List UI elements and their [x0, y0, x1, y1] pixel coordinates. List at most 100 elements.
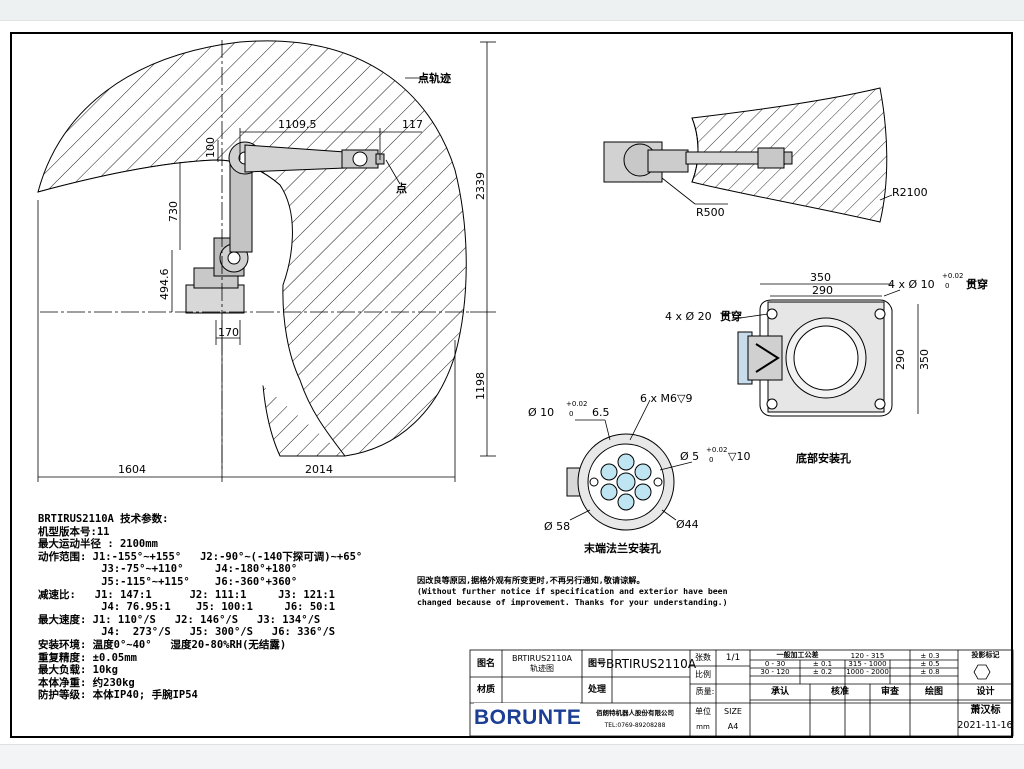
dim-730: 730: [167, 201, 180, 222]
tol-plus-002-b: +0.02: [566, 400, 587, 408]
point-trajectory-label: 点轨迹: [418, 71, 451, 85]
draw-label: 绘图: [924, 687, 943, 697]
date: 2021-11-16: [957, 720, 1013, 731]
unit-label: 单位: [695, 707, 711, 716]
viewer-bottom-bar: [0, 744, 1024, 769]
dim-290-v: 290: [894, 349, 907, 370]
param-line: 本体净重: 约230kg: [38, 676, 135, 689]
name-value: BRTIRUS2110A 轨迹图: [502, 650, 582, 677]
dim-1109-5: 1109.5: [278, 118, 317, 131]
param-line: 安装环境: 温度0°~40° 湿度20-80%RH(无结露): [38, 638, 287, 651]
dim-290-h: 290: [812, 284, 833, 297]
company-name: 佰朗特机器人股份有限公司: [596, 709, 674, 717]
param-line: 重复精度: ±0.05mm: [38, 651, 137, 664]
param-line: 机型版本号:11: [38, 525, 110, 538]
tol-range-2: 30 - 120: [760, 668, 790, 676]
tol-range-1: 0 - 30: [764, 660, 786, 668]
flange-labels: Ø 10 +0.02 0 6.5 6 x M6▽9 Ø 5 +0.02 0 ▽1…: [528, 392, 750, 555]
tol-0-a: 0: [945, 282, 949, 290]
d44-label: Ø44: [676, 518, 699, 531]
param-line: 最大速度: J1: 110°/S J2: 146°/S J3: 134°/S: [38, 613, 321, 626]
dim-100: 100: [204, 137, 217, 158]
param-line: 动作范围: J1:-155°~+155° J2:-90°~(-140下探可调)~…: [38, 550, 363, 563]
robot-side-view: [185, 141, 385, 314]
tol-0-b: 0: [569, 410, 573, 418]
approve-label: 承认: [770, 687, 789, 697]
designer-name: 萧汉标: [970, 705, 1001, 716]
tol-plus-002-a: +0.02: [942, 272, 963, 280]
unit-value: mm: [696, 723, 710, 731]
tol-range-4: 315 - 1000: [848, 660, 887, 668]
notice-en-2: changed because of improvement. Thanks f…: [417, 597, 728, 607]
dim-2014: 2014: [305, 463, 333, 476]
param-line: BRTIRUS2110A 技术参数:: [38, 513, 169, 525]
holes-4x10: 4 x Ø 10: [888, 278, 935, 291]
drawing-no-value: BRTIRUS2110A: [605, 656, 697, 671]
r2100-label: R2100: [892, 186, 928, 199]
quality-label: 质量:: [695, 687, 715, 696]
top-view-leaders: [661, 177, 893, 205]
top-view-labels: R500 R2100: [696, 186, 928, 219]
dim-494-6: 494.6: [158, 269, 171, 301]
notice-cn: 因改良等原因,据格外观有所变更时,不再另行通知,敬请谅解。: [417, 575, 645, 585]
viewer-top-bar: [0, 0, 1024, 21]
tol-value-3: ± 0.3: [920, 652, 940, 660]
param-line: J4: 273°/S J5: 300°/S J6: 336°/S: [38, 626, 336, 639]
tol-0-c: 0: [709, 456, 713, 464]
tol-range-3: 120 - 315: [850, 652, 885, 660]
count-label: 张数: [695, 653, 711, 662]
through-label-1: 贯穿: [966, 277, 988, 291]
param-line: 最大运动半径 : 2100mm: [38, 538, 158, 551]
design-label: 设计: [976, 687, 995, 697]
flange-leaders: [569, 399, 693, 521]
base-plate: [737, 299, 893, 417]
change-notice: 因改良等原因,据格外观有所变更时,不再另行通知,敬请谅解。 (Without f…: [417, 575, 837, 608]
company-tel: TEL:0769-89208288: [604, 722, 666, 729]
title-block: 图名 BRTIRUS2110A 轨迹图 图号 BRTIRUS2110A 张数 1…: [470, 650, 1013, 736]
borunte-logo: BORUNTE: [474, 703, 581, 733]
name-label: 图名: [476, 658, 495, 669]
technical-parameters: BRTIRUS2110A 技术参数: 机型版本号:11 最大运动半径 : 210…: [38, 513, 408, 702]
r500-label: R500: [696, 206, 725, 219]
tol-value-4: ± 0.5: [920, 660, 940, 668]
check-label: 核准: [830, 687, 849, 697]
base-labels: 350 290 290 350 4 x Ø 10 +0.02 0 贯穿 4 x …: [665, 271, 988, 465]
dim-170: 170: [218, 326, 239, 339]
name-value-model: BRTIRUS2110A: [511, 653, 573, 663]
param-line: 最大负载: 10kg: [38, 664, 118, 677]
param-line: 减速比: J1: 147:1 J2: 111:1 J3: 121:1: [38, 588, 336, 601]
scale-label: 比例: [695, 670, 711, 679]
dim-350-v: 350: [918, 349, 931, 370]
dim-117: 117: [402, 118, 423, 131]
size-label: SIZE: [724, 707, 742, 716]
count-value: 1/1: [725, 653, 741, 663]
tol-value-5: ± 0.8: [920, 668, 940, 676]
tol-value-1: ± 0.1: [812, 660, 833, 668]
point-label: 点: [396, 181, 407, 195]
tol-value-2: ± 0.2: [812, 668, 833, 676]
tol-range-5: 1000 - 2000: [846, 668, 889, 676]
depth-10: ▽10: [728, 450, 750, 463]
treatment-label: 处理: [587, 685, 606, 695]
material-label: 材质: [476, 685, 495, 695]
param-line: J3:-75°~+110° J4:-180°+180°: [38, 563, 298, 576]
param-line: J5:-115°~+115° J6:-360°+360°: [38, 575, 298, 588]
flange-holes-title: 末端法兰安装孔: [583, 541, 661, 555]
d10-label: Ø 10: [528, 406, 554, 419]
through-label-2: 贯穿: [720, 309, 742, 323]
d5-label: Ø 5: [680, 450, 699, 463]
tolerance-header: 一般加工公差: [776, 651, 819, 659]
param-line: J4: 76.95:1 J5: 100:1 J6: 50:1: [38, 601, 336, 614]
base-holes-title: 底部安装孔: [796, 451, 851, 465]
dim-1198: 1198: [474, 372, 487, 400]
notice-en-1: (Without further notice if specification…: [417, 586, 728, 596]
size-value: A4: [727, 722, 739, 731]
d58-label: Ø 58: [544, 520, 570, 533]
tol-plus-002-c: +0.02: [706, 446, 727, 454]
param-line: 防护等级: 本体IP40; 手腕IP54: [38, 689, 198, 702]
side-dimension-lines: [37, 40, 496, 482]
depth-6-5: 6.5: [592, 406, 610, 419]
robot-top-view: [603, 141, 793, 183]
side-dimension-labels: 1109.5 117 100 730 494.6 170 2339 1198 1…: [118, 71, 487, 476]
